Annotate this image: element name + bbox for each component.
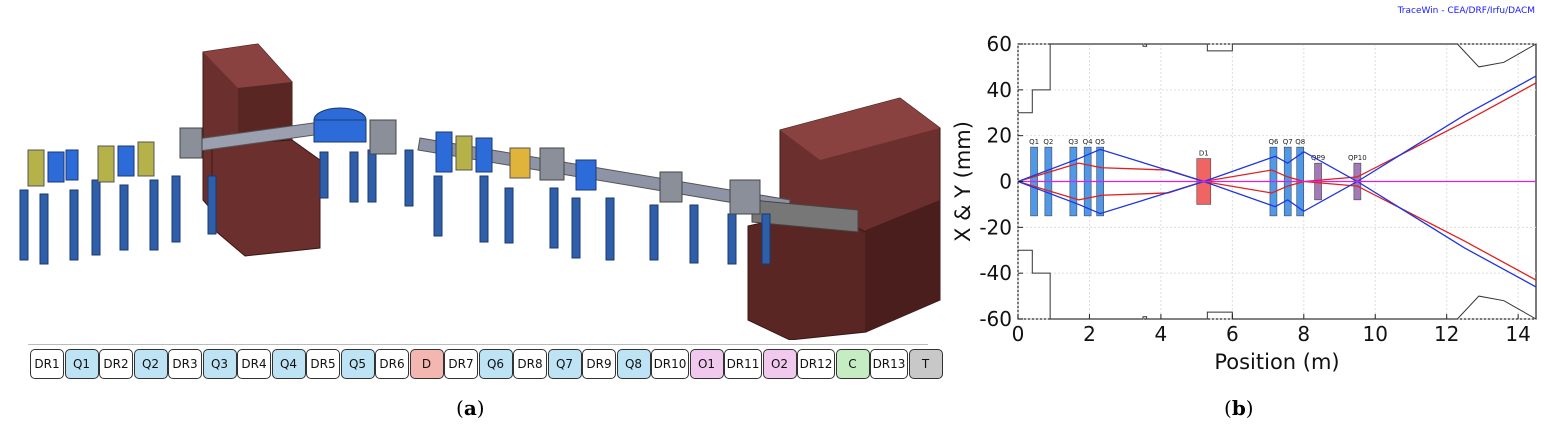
y-tick-label: 60 xyxy=(987,32,1012,56)
sequence-chip-q7: Q7 xyxy=(547,349,582,379)
sequence-chip-q6: Q6 xyxy=(478,349,513,379)
y-tick-label: -40 xyxy=(979,261,1012,285)
x-tick-label: 10 xyxy=(1363,322,1388,346)
y-tick-label: -20 xyxy=(979,215,1012,239)
aperture-upper xyxy=(1018,43,1537,114)
x-axis-label: Position (m) xyxy=(1214,350,1339,374)
element-label-q5: Q5 xyxy=(1095,138,1105,146)
diagnostic-chambers xyxy=(179,119,761,215)
aperture-lower xyxy=(1018,249,1537,320)
sequence-chip-dr2: DR2 xyxy=(99,349,133,379)
sequence-chip-q8: Q8 xyxy=(616,349,651,379)
sequence-chip-dr4: DR4 xyxy=(237,349,271,379)
element-label-q8: Q8 xyxy=(1295,138,1305,146)
sequence-chip-dr12: DR12 xyxy=(797,349,835,379)
y-tick-label: -60 xyxy=(979,307,1012,331)
element-label-qp10: QP10 xyxy=(1348,154,1367,162)
element-label-q3: Q3 xyxy=(1068,138,1078,146)
quadrupole-magnets xyxy=(27,131,597,191)
sequence-chip-c: C xyxy=(835,349,870,379)
sequence-chip-dr8: DR8 xyxy=(513,349,547,379)
y-tick-label: 20 xyxy=(987,124,1012,148)
x-tick-label: 8 xyxy=(1297,322,1310,346)
sequence-chip-dr10: DR10 xyxy=(651,349,689,379)
x-tick-label: 0 xyxy=(1012,322,1025,346)
element-label-q7: Q7 xyxy=(1283,138,1293,146)
element-label-qp9: QP9 xyxy=(1311,154,1325,162)
sequence-chip-dr7: DR7 xyxy=(444,349,478,379)
element-label-q6: Q6 xyxy=(1268,138,1279,146)
dipole-magnet xyxy=(313,107,367,143)
series-line-3 xyxy=(1017,150,1537,288)
panel-a-label: (a) xyxy=(456,396,485,420)
sequence-chip-o1: O1 xyxy=(689,349,724,379)
x-tick-label: 6 xyxy=(1226,322,1239,346)
sequence-chip-dr5: DR5 xyxy=(306,349,340,379)
y-tick-label: 40 xyxy=(987,78,1012,102)
sequence-chip-q3: Q3 xyxy=(202,349,237,379)
sequence-chip-t: T xyxy=(908,349,943,379)
shield-block-left xyxy=(202,43,321,257)
sequence-chip-q2: Q2 xyxy=(133,349,168,379)
series-line-2 xyxy=(1017,75,1537,213)
sequence-chip-dr3: DR3 xyxy=(168,349,202,379)
x-tick-label: 12 xyxy=(1434,322,1459,346)
y-axis-label: X & Y (mm) xyxy=(951,121,975,242)
sequence-chip-o2: O2 xyxy=(762,349,797,379)
sequence-chip-dr11: DR11 xyxy=(724,349,762,379)
sequence-chip-q4: Q4 xyxy=(271,349,306,379)
x-tick-label: 2 xyxy=(1083,322,1096,346)
sequence-chip-dr9: DR9 xyxy=(582,349,616,379)
sequence-chip-dr6: DR6 xyxy=(375,349,409,379)
y-tick-label: 0 xyxy=(999,170,1012,194)
sequence-chip-dr13: DR13 xyxy=(870,349,908,379)
x-tick-label: 14 xyxy=(1505,322,1530,346)
element-label-q1: Q1 xyxy=(1029,138,1039,146)
element-label-q4: Q4 xyxy=(1083,138,1094,146)
beamline-render xyxy=(19,43,941,340)
sequence-chip-d: D xyxy=(409,349,444,379)
x-tick-label: 4 xyxy=(1155,322,1168,346)
support-stands xyxy=(19,149,771,265)
sequence-chip-q1: Q1 xyxy=(64,349,99,379)
sequence-chip-q5: Q5 xyxy=(340,349,375,379)
shield-block-right xyxy=(747,97,941,340)
tracewin-credit: TraceWin - CEA/DRF/Irfu/DACM xyxy=(1397,6,1535,16)
element-label-q2: Q2 xyxy=(1043,138,1053,146)
panel-b-label: (b) xyxy=(1224,396,1254,420)
sequence-chip-dr1: DR1 xyxy=(30,349,64,379)
element-label-d1: D1 xyxy=(1199,150,1209,158)
